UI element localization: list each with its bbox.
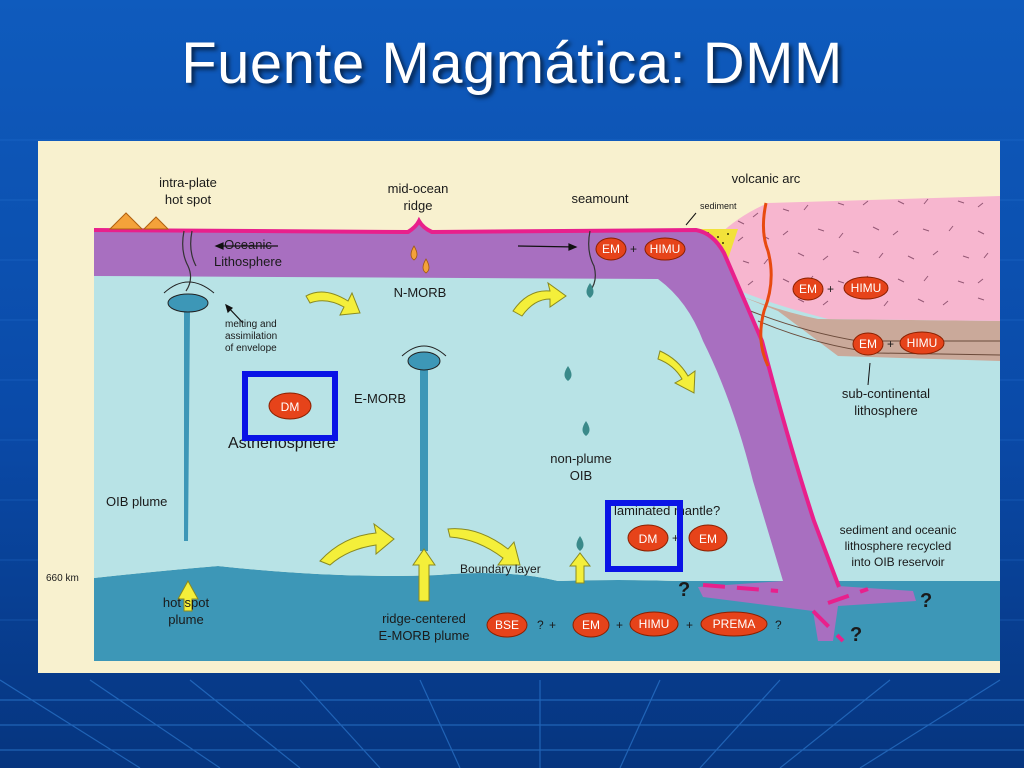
- reservoir-dm-laminated: DM: [627, 524, 669, 552]
- svg-text:HIMU: HIMU: [851, 281, 882, 295]
- reservoir-dm-asthenosphere: DM: [268, 392, 312, 420]
- reservoir-em-lithosphere: EM: [595, 237, 627, 261]
- label-melting-3: of envelope: [225, 343, 277, 354]
- highlight-box-dm-laminated: [605, 500, 683, 572]
- reservoir-dm-label: DM: [281, 400, 300, 414]
- question-mark-2: ?: [920, 590, 932, 612]
- label-melting-1: melting and: [225, 319, 277, 330]
- reservoir-bse: BSE: [486, 612, 528, 638]
- label-emorb: E-MORB: [354, 391, 406, 406]
- label-melting-2: assimilation: [225, 331, 277, 342]
- label-hotspot-plume-1: hot spot: [163, 595, 210, 610]
- label-recycle-3: into OIB reservoir: [851, 555, 944, 569]
- label-volcanic-arc: volcanic arc: [732, 171, 801, 186]
- label-recycle-2: lithosphere recycled: [845, 539, 952, 553]
- svg-text:+: +: [616, 618, 623, 632]
- svg-text:+: +: [827, 282, 834, 296]
- question-mark-3: ?: [850, 624, 862, 646]
- label-ridge-plume-1: ridge-centered: [382, 611, 466, 626]
- label-oceanic-1: Oceanic: [224, 237, 272, 252]
- svg-text:DM: DM: [639, 532, 658, 546]
- reservoir-himu-subcontinental: HIMU: [899, 331, 945, 355]
- svg-text:HIMU: HIMU: [639, 617, 670, 631]
- label-oceanic-2: Lithosphere: [214, 254, 282, 269]
- svg-text:+: +: [686, 618, 693, 632]
- arc-magma-conduit: [759, 202, 773, 367]
- reservoir-em-laminated: EM: [688, 524, 728, 552]
- question-mark-1: ?: [678, 579, 690, 601]
- svg-text:?: ?: [775, 618, 782, 632]
- label-recycle-1: sediment and oceanic: [840, 523, 957, 537]
- svg-text:+: +: [672, 531, 679, 545]
- slide-title: Fuente Magmática: DMM: [181, 31, 843, 96]
- reservoir-himu-deep: HIMU: [629, 611, 679, 637]
- label-nmorb: N-MORB: [394, 285, 447, 300]
- reservoir-em-continent: EM: [792, 277, 824, 301]
- label-ridge-2: ridge: [404, 198, 433, 213]
- reservoir-prema: PREMA: [700, 611, 768, 637]
- label-laminated-mantle: laminated mantle?: [614, 503, 720, 518]
- convection-arrows: [305, 281, 696, 566]
- label-subcontinental-2: lithosphere: [854, 403, 918, 418]
- label-intraplate-1: intra-plate: [159, 175, 217, 190]
- svg-text:EM: EM: [859, 337, 877, 351]
- ocean-floor-line: [93, 216, 841, 588]
- oib-plume-conduit: [178, 297, 198, 541]
- label-660km: 660 km: [46, 573, 79, 584]
- label-sediment: sediment: [700, 201, 737, 211]
- upwelling-arrows: [177, 548, 592, 612]
- svg-text:PREMA: PREMA: [713, 617, 756, 631]
- svg-text:EM: EM: [699, 532, 717, 546]
- svg-text:+: +: [549, 618, 556, 632]
- label-subcontinental-1: sub-continental: [842, 386, 930, 401]
- label-hotspot-plume-2: plume: [168, 612, 203, 627]
- highlight-box-dm-asthenosphere: [242, 371, 338, 441]
- svg-text:EM: EM: [602, 242, 620, 256]
- mantle-diagram: intra-plate hot spot mid-ocean ridge sea…: [38, 141, 1000, 673]
- continental-crust: [718, 196, 1000, 321]
- label-nonplume-2: OIB: [570, 468, 592, 483]
- label-intraplate-2: hot spot: [165, 192, 212, 207]
- label-ridge-plume-2: E-MORB plume: [378, 628, 469, 643]
- melt-droplets: [410, 245, 594, 551]
- label-ridge-1: mid-ocean: [388, 181, 449, 196]
- reservoir-himu-continent: HIMU: [843, 276, 889, 300]
- svg-text:?: ?: [537, 618, 544, 632]
- reservoir-himu-lithosphere: HIMU: [644, 237, 686, 261]
- svg-text:HIMU: HIMU: [907, 336, 938, 350]
- oceanic-lithosphere: [94, 221, 916, 641]
- reservoir-em-deep: EM: [572, 612, 610, 638]
- svg-text:+: +: [887, 337, 894, 351]
- svg-text:BSE: BSE: [495, 618, 519, 632]
- label-seamount: seamount: [571, 191, 628, 206]
- label-oib-plume: OIB plume: [106, 494, 167, 509]
- reservoir-em-subcontinental: EM: [852, 332, 884, 356]
- svg-text:+: +: [630, 242, 637, 256]
- svg-text:EM: EM: [799, 282, 817, 296]
- emorb-plume-conduit: [420, 366, 428, 551]
- intraplate-volcanoes: [108, 212, 170, 230]
- svg-text:HIMU: HIMU: [650, 242, 681, 256]
- label-boundary-layer: Boundary layer: [460, 562, 541, 576]
- svg-text:EM: EM: [582, 618, 600, 632]
- label-nonplume-1: non-plume: [550, 451, 611, 466]
